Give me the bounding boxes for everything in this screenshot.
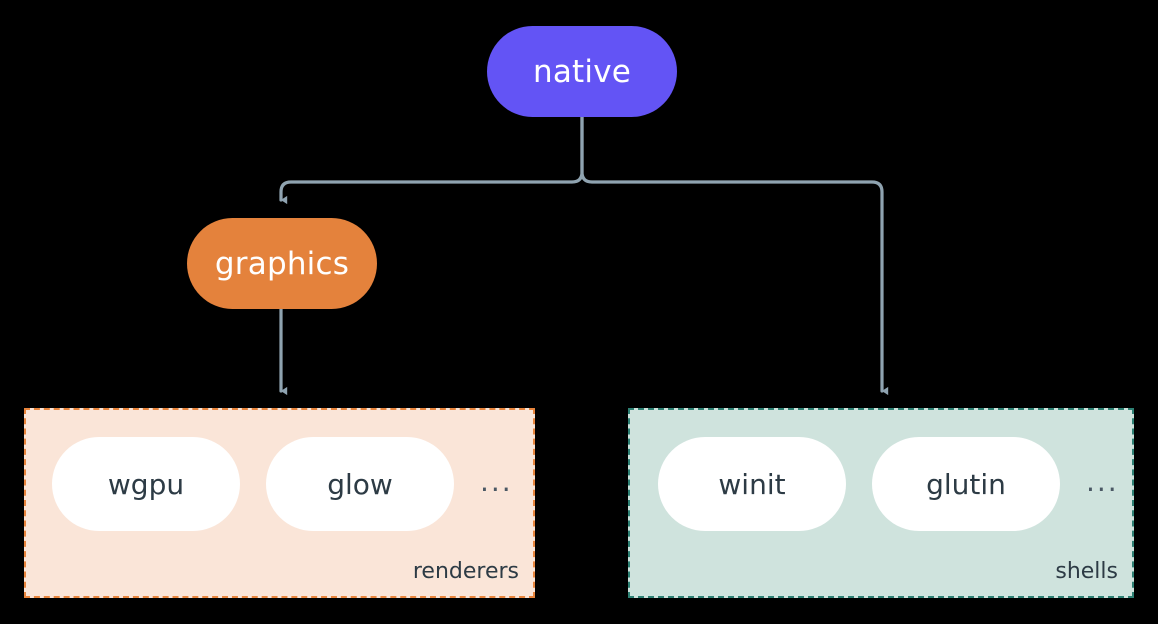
group-shells-items: winit glutin ... (658, 437, 1119, 531)
item-glutin[interactable]: glutin (872, 437, 1060, 531)
item-glow[interactable]: glow (266, 437, 454, 531)
item-winit[interactable]: winit (658, 437, 846, 531)
node-graphics[interactable]: graphics (187, 218, 377, 309)
edge-native-to-graphics (279, 115, 584, 205)
edge-native-to-shells (580, 115, 889, 396)
group-renderers-items: wgpu glow ... (52, 437, 513, 531)
renderers-overflow-ellipsis: ... (480, 465, 513, 498)
node-native-label: native (532, 53, 632, 90)
item-glow-label: glow (327, 467, 393, 501)
group-renderers: wgpu glow ... renderers (24, 408, 535, 598)
item-wgpu-label: wgpu (107, 467, 185, 501)
group-shells: winit glutin ... shells (628, 408, 1134, 598)
group-shells-label: shells (1055, 559, 1118, 584)
node-graphics-label: graphics (214, 245, 350, 282)
item-glutin-label: glutin (926, 467, 1006, 501)
item-winit-label: winit (718, 467, 786, 501)
shells-overflow-ellipsis: ... (1086, 465, 1119, 498)
item-wgpu[interactable]: wgpu (52, 437, 240, 531)
group-renderers-label: renderers (412, 559, 519, 584)
node-native[interactable]: native (487, 26, 677, 117)
